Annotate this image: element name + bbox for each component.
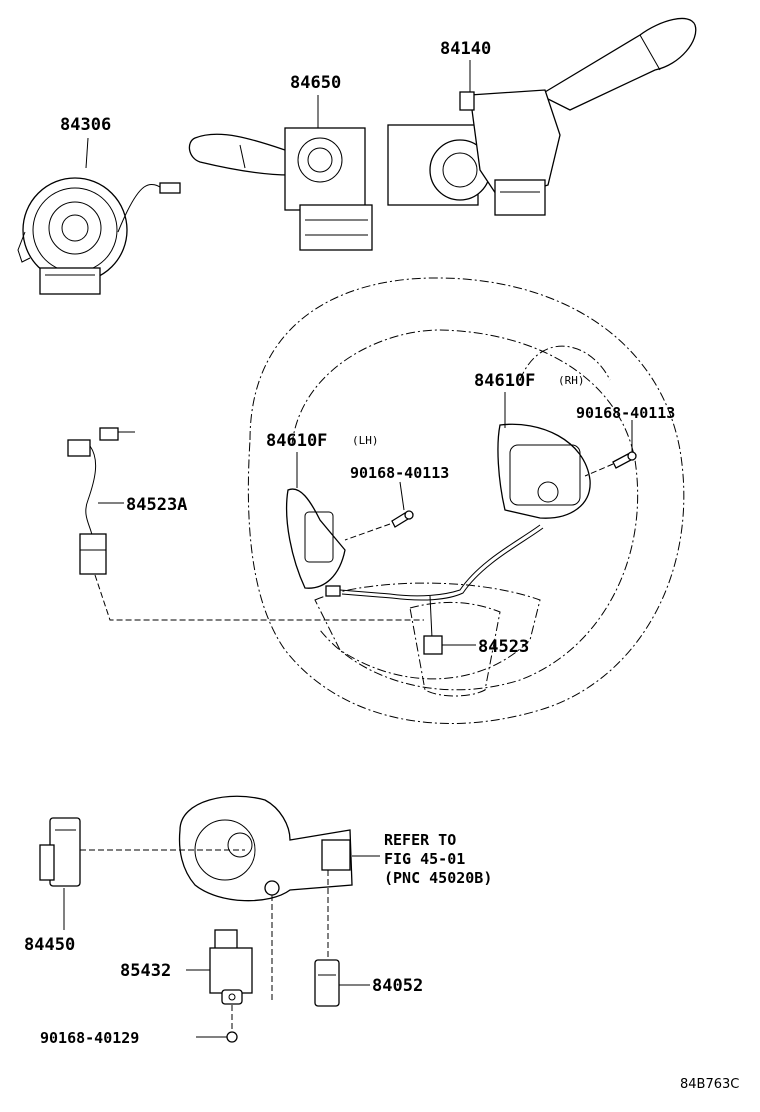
refer-line3: (PNC 45020B) bbox=[384, 869, 492, 887]
light-switch-part[interactable] bbox=[188, 95, 373, 251]
part-number-84650: 84650 bbox=[290, 73, 341, 93]
part-number-90168-40129: 90168-40129 bbox=[40, 1029, 139, 1047]
refer-line2: FIG 45-01 bbox=[384, 850, 465, 868]
side-label-lh: (LH) bbox=[352, 434, 379, 447]
steering-wheel-outline bbox=[247, 277, 685, 724]
part-number-84052: 84052 bbox=[372, 976, 423, 996]
wire-harness-84523A-part[interactable] bbox=[67, 427, 424, 621]
transponder-amplifier-part[interactable] bbox=[39, 817, 81, 930]
screw-90168-40129-part[interactable] bbox=[196, 1031, 238, 1043]
part-number-84306: 84306 bbox=[60, 115, 111, 135]
part-number-90168-40113-rh: 90168-40113 bbox=[576, 404, 675, 422]
screw-rh-part[interactable] bbox=[584, 420, 637, 477]
part-number-84450: 84450 bbox=[24, 935, 75, 955]
part-number-84140: 84140 bbox=[440, 39, 491, 59]
steering-lock-assembly bbox=[178, 795, 353, 902]
steering-pad-switch-lh-part[interactable] bbox=[285, 452, 346, 589]
screw-lh-part[interactable] bbox=[344, 481, 414, 541]
part-number-84523: 84523 bbox=[478, 637, 529, 657]
part-number-84523A: 84523A bbox=[126, 495, 187, 515]
lock-actuator-part[interactable] bbox=[186, 929, 253, 1005]
diagram-code: 84B763C bbox=[680, 1077, 739, 1092]
refer-line1: REFER TO bbox=[384, 831, 456, 849]
part-number-85432: 85432 bbox=[120, 961, 171, 981]
part-number-84610F-rh: 84610F bbox=[474, 371, 535, 391]
spiral-cable-part[interactable] bbox=[17, 137, 181, 295]
wiper-switch-part[interactable] bbox=[387, 17, 697, 216]
side-label-rh: (RH) bbox=[558, 374, 585, 387]
steering-pad-switch-rh-part[interactable] bbox=[497, 392, 591, 519]
part-number-90168-40113-lh: 90168-40113 bbox=[350, 464, 449, 482]
part-number-84610F-lh: 84610F bbox=[266, 431, 327, 451]
wire-harness-84523-part[interactable] bbox=[325, 524, 544, 655]
unlock-warning-switch-part[interactable] bbox=[314, 959, 370, 1007]
